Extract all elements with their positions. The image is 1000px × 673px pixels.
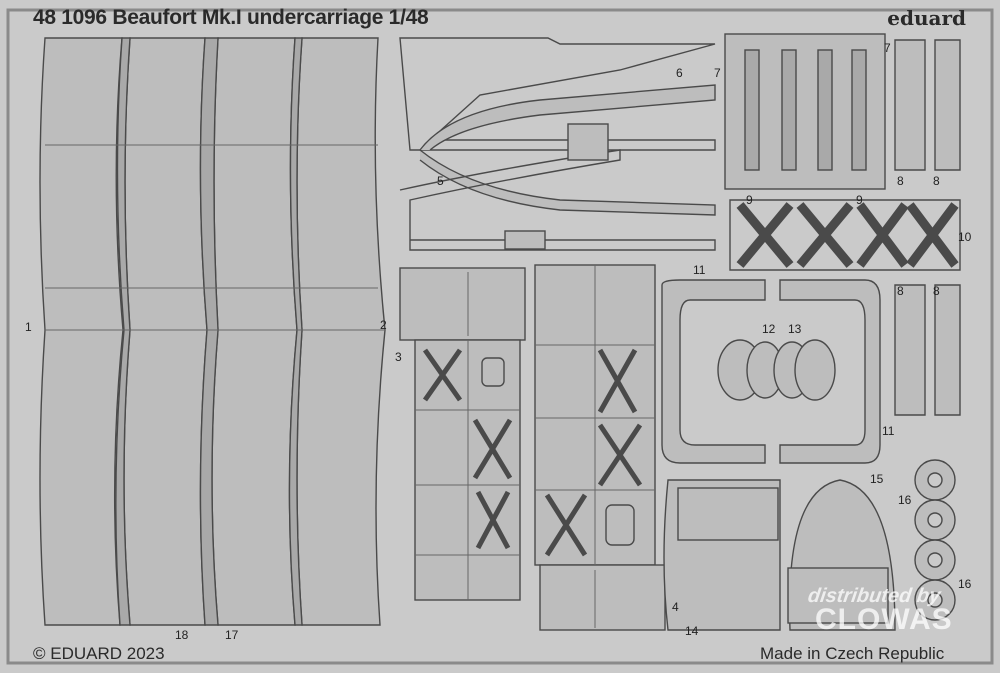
part-label: 8 (933, 284, 940, 298)
part-label: 16 (958, 577, 972, 591)
part-label: 5 (437, 174, 444, 188)
part-label: 2 (380, 318, 387, 332)
part-8 (894, 39, 961, 416)
part-label: 8 (933, 174, 940, 188)
part-16 (914, 459, 956, 621)
part-label: 9 (856, 193, 863, 207)
part-label: 4 (672, 600, 679, 614)
part-9-10 (736, 202, 959, 268)
fret-title: 48 1096 Beaufort Mk.I undercarriage 1/48 (33, 6, 429, 29)
part-label: 18 (175, 628, 189, 642)
part-label: 9 (746, 193, 753, 207)
part-11-13 (661, 279, 881, 464)
part-3-4 (399, 264, 666, 631)
brand-logo: eduard (887, 6, 966, 30)
part-label: 3 (395, 350, 402, 364)
part-14-15 (663, 479, 896, 631)
part-label: 17 (225, 628, 239, 642)
part-label: 6 (676, 66, 683, 80)
origin-label: Made in Czech Republic (760, 644, 945, 663)
part-label: 8 (897, 174, 904, 188)
part-label: 15 (870, 472, 884, 486)
part-label: 14 (685, 624, 699, 638)
part-label: 11 (693, 263, 706, 277)
main-gear-doors (39, 37, 386, 626)
part-label: 8 (897, 284, 904, 298)
part-label: 10 (958, 230, 972, 244)
struts (399, 37, 716, 251)
part-label: 1 (25, 320, 32, 334)
copyright: © EDUARD 2023 (33, 644, 165, 663)
part-7 (724, 33, 886, 190)
part-label: 12 (762, 322, 776, 336)
part-label: 7 (714, 66, 721, 80)
part-label: 13 (788, 322, 802, 336)
part-label: 16 (898, 493, 912, 507)
fret-frame (6, 8, 994, 665)
part-label: 11 (882, 424, 895, 438)
watermark-logo: CLOWAS (815, 603, 953, 636)
part-label: 7 (884, 41, 891, 55)
